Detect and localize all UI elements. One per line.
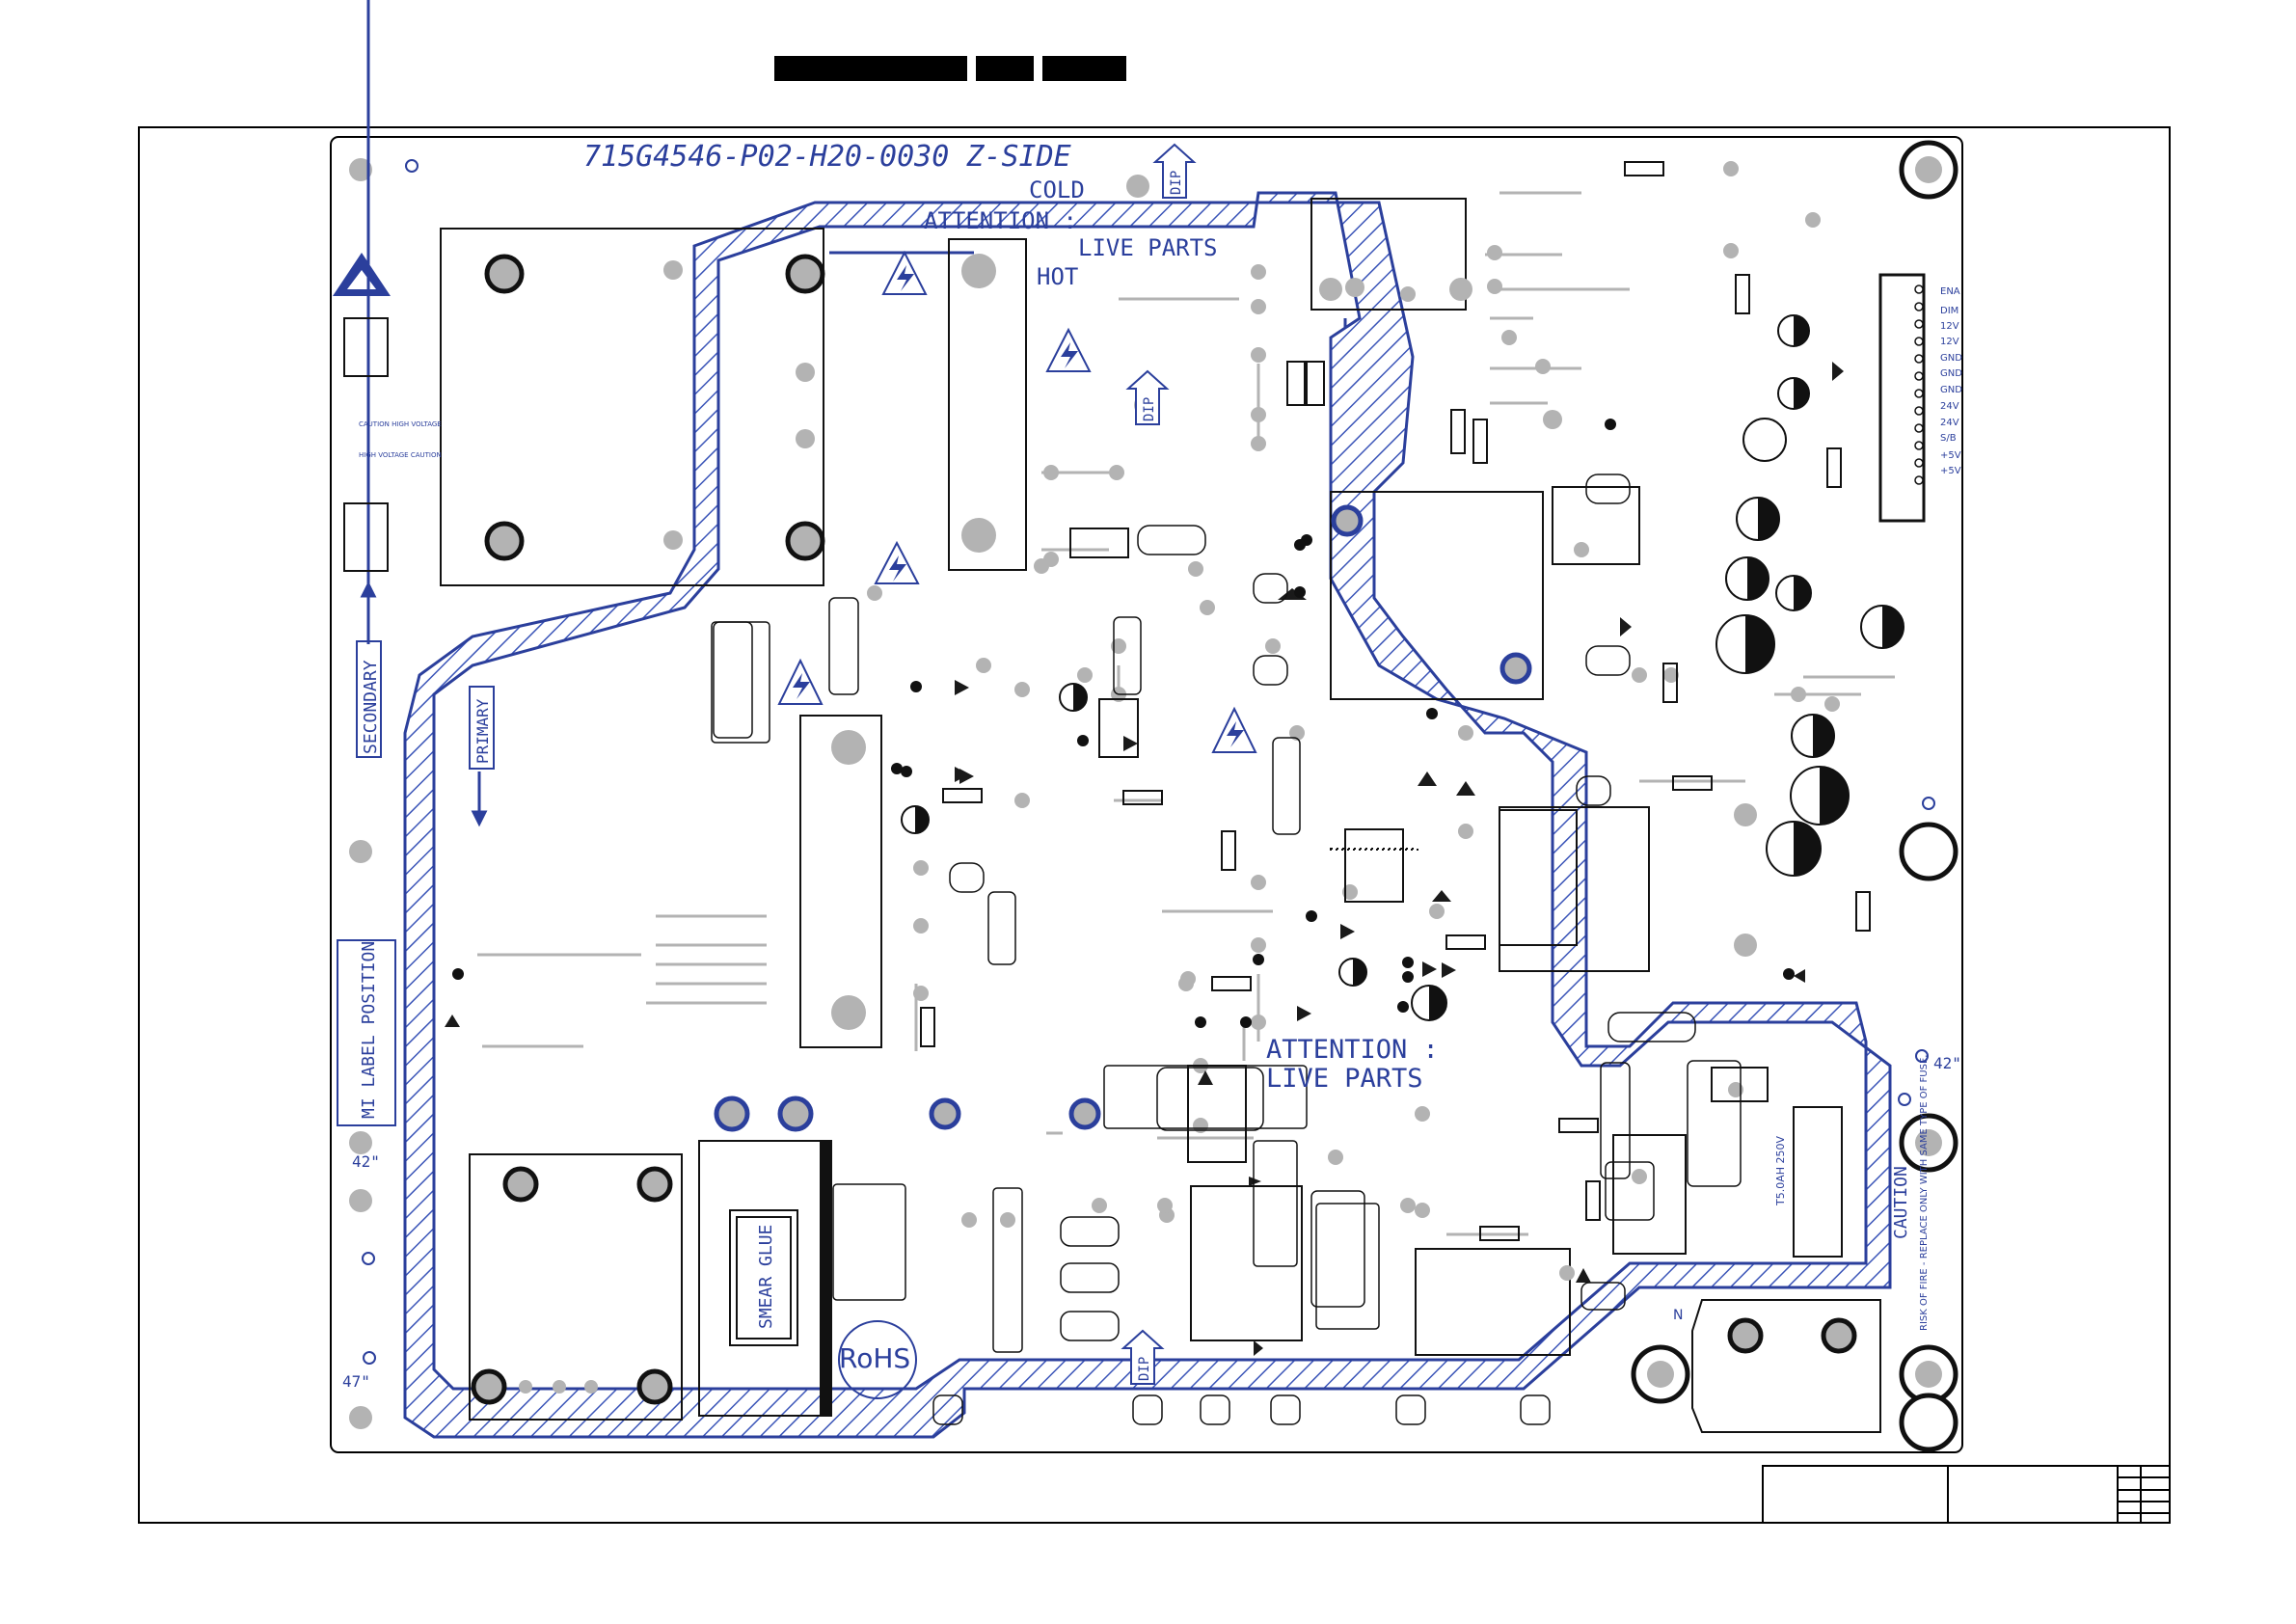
- pin-label: 24V: [1940, 418, 1959, 428]
- board-outline: [330, 136, 1963, 1453]
- left-connectors: [343, 317, 389, 572]
- heatsinks: [799, 198, 1843, 1356]
- label-boxes: [337, 640, 495, 1126]
- smear-glue-label: SMEAR GLUE: [756, 1225, 776, 1329]
- direction-arrows: [360, 0, 488, 827]
- resistors: [920, 161, 1871, 1241]
- board-part-number: 715G4546-P02-H20-0030 Z-SIDE: [583, 140, 1071, 174]
- main-transformer: [698, 1096, 832, 1417]
- isolation-barrier: [403, 191, 1892, 1439]
- hot-label: HOT: [1037, 263, 1078, 290]
- electrolytic-caps: [901, 314, 1904, 1021]
- caution-fuse-text: RISK OF FIRE - REPLACE ONLY WITH SAME TY…: [1919, 1055, 1930, 1331]
- transformer-bottom: [469, 1153, 683, 1421]
- caution-fuse-title: CAUTION: [1891, 1166, 1911, 1239]
- transformer-top: [440, 228, 825, 586]
- large-pads: [831, 254, 1472, 1030]
- mounting-hole-centers: [1647, 156, 1942, 1388]
- size-47-left: 47": [342, 1372, 370, 1391]
- pin-label: 12V: [1940, 337, 1959, 347]
- mounting-holes: [1631, 140, 1958, 1452]
- attention2-label: ATTENTION :: [1266, 1035, 1439, 1065]
- header-redaction-bars: [774, 56, 1126, 81]
- page-frame: [138, 126, 2171, 1524]
- secondary-label: SECONDARY: [361, 660, 381, 754]
- screw-icons: [362, 159, 1935, 1365]
- rohs-label: RoHS: [839, 1342, 910, 1374]
- hv-warning-icons: [777, 250, 1257, 753]
- esd-warning-icon: [333, 253, 391, 296]
- blue-pads: [929, 504, 1532, 1130]
- mi-label-position: MI LABEL POSITION: [359, 941, 379, 1119]
- cold-label: COLD: [1029, 176, 1085, 203]
- pin-label: ENA: [1940, 286, 1960, 297]
- jumpers: [477, 191, 1895, 1236]
- dip-arrow-icons: [1121, 143, 1197, 1385]
- title-block: [1762, 1465, 2171, 1524]
- attention-label: ATTENTION :: [924, 207, 1077, 234]
- ic-chips: [1069, 486, 1640, 1163]
- ac-inlet: [1691, 1299, 1881, 1433]
- pin-label: 24V: [1940, 401, 1959, 412]
- connector-pin-labels: ENA DIM 12V 12V GND GND GND 24V 24V S/B …: [1940, 286, 1962, 476]
- pin-label: DIM: [1940, 306, 1958, 316]
- pin-label: +5V: [1940, 450, 1961, 461]
- pin-label: S/B: [1940, 433, 1957, 444]
- pin-label: GND: [1940, 385, 1962, 395]
- hv-warning-bolts: [793, 265, 1244, 747]
- output-connector: [1878, 273, 1926, 523]
- black-dots: [452, 419, 1795, 1028]
- vias: [349, 158, 1840, 1429]
- rohs-badge: [838, 1320, 917, 1399]
- pin-label: +5V: [1940, 466, 1961, 476]
- film-caps: [711, 474, 1742, 1425]
- live-parts2-label: LIVE PARTS: [1266, 1064, 1423, 1094]
- diodes: [445, 362, 1844, 1356]
- pin-label: GND: [1940, 368, 1962, 379]
- size-42-left: 42": [352, 1152, 380, 1171]
- dip-label-1: DIP: [1169, 171, 1184, 195]
- size-42-right: 42": [1933, 1054, 1961, 1072]
- dip-label-2: DIP: [1142, 397, 1157, 421]
- pin-label: GND: [1940, 353, 1962, 364]
- live-parts-label: LIVE PARTS: [1078, 234, 1218, 261]
- caution-hv-1: CAUTION HIGH VOLTAGE: [359, 420, 442, 428]
- dip-label-3: DIP: [1137, 1357, 1152, 1381]
- primary-label: PRIMARY: [473, 698, 492, 764]
- caution-hv-2: HIGH VOLTAGE CAUTION: [359, 451, 442, 459]
- fuse-rating: T5.0AH 250V: [1774, 1135, 1787, 1206]
- n-label: N: [1673, 1308, 1683, 1323]
- pin-label: 12V: [1940, 321, 1959, 332]
